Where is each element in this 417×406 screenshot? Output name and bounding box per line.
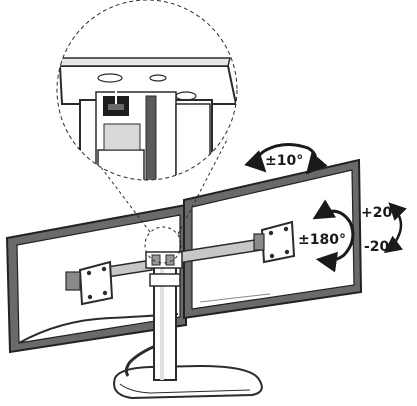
tilt-arrow-icon [383,202,407,254]
swivel-arrow-icon [244,143,328,175]
vesa-plate-left [65,260,114,306]
vesa-plate-right [253,220,296,264]
tilt-up-label: +20° [361,205,399,221]
rotation-arrow-icon [312,199,355,273]
cable [124,343,159,377]
rotation-label: ±180° [298,232,346,248]
stand-base [113,364,263,400]
arm-joint [145,251,183,269]
tilt-down-label: -20° [364,239,396,255]
swivel-label: ±10° [265,153,303,169]
stand-pole [149,257,181,381]
detail-magnifier [56,0,238,181]
